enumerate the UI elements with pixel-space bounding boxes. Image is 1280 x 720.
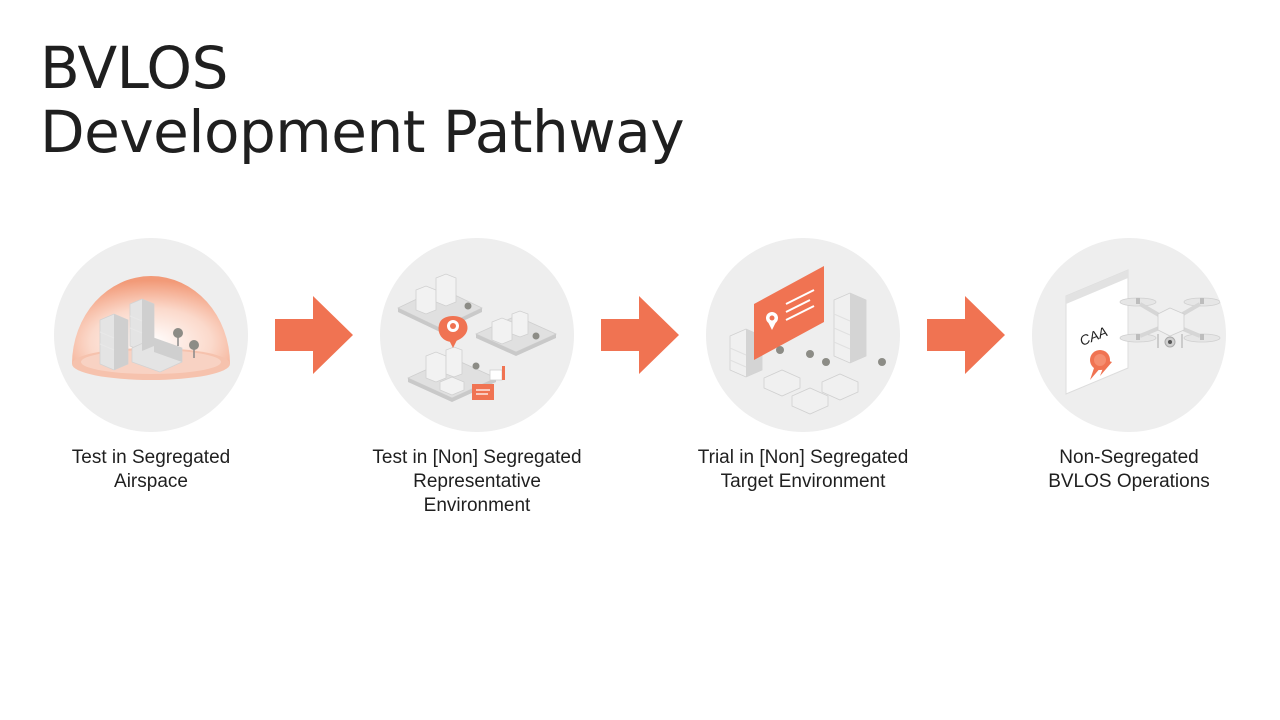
caption-line: Target Environment [720,471,886,492]
caption-line: Environment [423,495,531,516]
step-3-caption: Trial in [Non] Segregated Target Environ… [671,446,935,494]
step-2-caption: Test in [Non] Segregated Representative … [345,446,609,518]
target-environment-city-icon [706,238,900,432]
arrow-right-icon [927,296,1005,374]
title-line-2: Development Pathway [40,98,685,166]
caption-line: BVLOS Operations [1048,471,1210,492]
representative-environment-map-icon [380,238,574,432]
caption-line: Test in Segregated [71,447,231,468]
caption-line: Representative [413,471,541,492]
arrow-right-icon [275,296,353,374]
caption-line: Non-Segregated [1059,447,1199,468]
caption-line: Test in [Non] Segregated [372,447,582,468]
arrow-right-icon [601,296,679,374]
caption-line: Trial in [Non] Segregated [697,447,909,468]
page-title: BVLOS Development Pathway [40,34,685,166]
step-4-caption: Non-Segregated BVLOS Operations [997,446,1261,494]
step-1-caption: Test in Segregated Airspace [19,446,283,494]
caption-line: Airspace [114,471,188,492]
segregated-airspace-dome-icon [54,238,248,432]
caa-certificate-drone-icon: CAA [1032,238,1226,432]
title-line-1: BVLOS [40,34,228,102]
